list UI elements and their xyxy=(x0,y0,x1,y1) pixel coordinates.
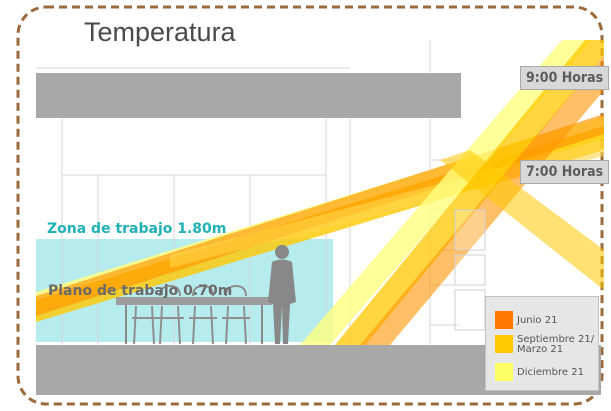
beam-steep-pale xyxy=(300,40,592,345)
work-plane-label: Plano de trabajo 0.70m xyxy=(48,283,233,299)
table xyxy=(116,297,272,344)
legend-swatch-yellow xyxy=(495,335,513,353)
legend-swatch-orange xyxy=(495,311,513,329)
legend-item-september: Septiembre 21/ Marzo 21 xyxy=(495,335,594,355)
sun-beams xyxy=(36,40,604,345)
window-frame xyxy=(454,209,486,331)
hour-label-nine: 9:00 Horas xyxy=(520,66,610,90)
legend: Junio 21 Septiembre 21/ Marzo 21 Diciemb… xyxy=(485,296,599,391)
hour-label-seven: 7:00 Horas xyxy=(520,160,610,184)
legend-label: Diciembre 21 xyxy=(517,367,584,378)
page-title: Temperatura xyxy=(74,12,246,52)
legend-label: Junio 21 xyxy=(517,315,558,326)
work-zone-label: Zona de trabajo 1.80m xyxy=(47,221,227,237)
beam-steep-orange xyxy=(360,55,604,345)
legend-swatch-pale-yellow xyxy=(495,363,513,381)
beam-lower-right xyxy=(440,150,604,290)
beam-steep-yellow xyxy=(335,40,604,345)
legend-label: Septiembre 21/ Marzo 21 xyxy=(517,334,595,355)
chairs xyxy=(132,284,250,345)
legend-item-june: Junio 21 xyxy=(495,311,557,329)
person-silhouette xyxy=(268,245,296,344)
legend-item-december: Diciembre 21 xyxy=(495,363,584,381)
upper-slab xyxy=(36,73,461,118)
